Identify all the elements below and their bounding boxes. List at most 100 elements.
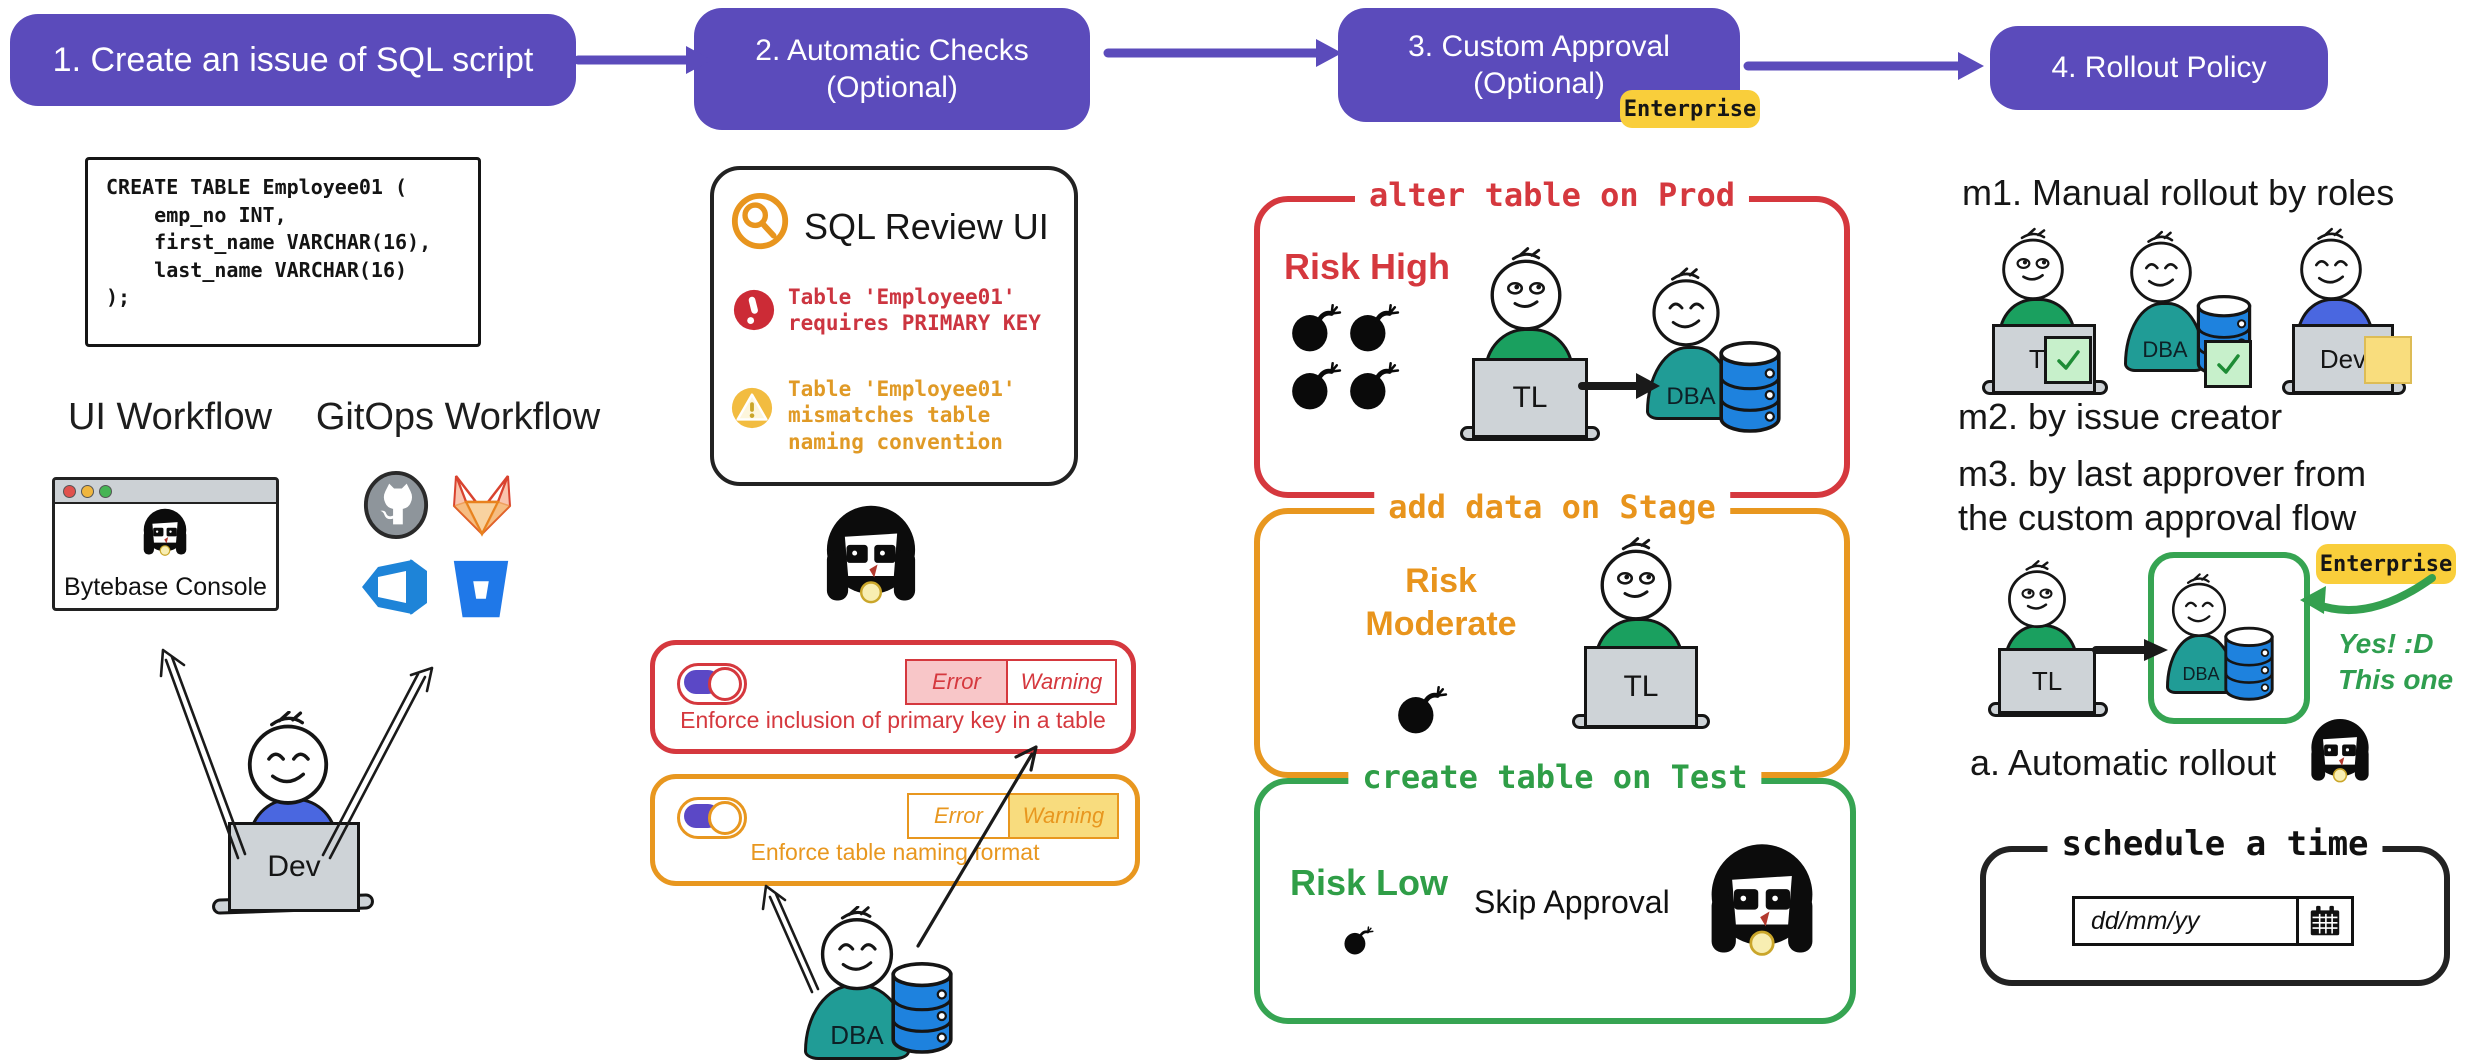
enterprise-badge: Enterprise [2316,544,2456,584]
dba-head-icon [2170,572,2228,640]
dev-head-icon [2298,226,2364,304]
step-banner-3: 3. Custom Approval (Optional) [1338,8,1740,122]
bytebase-console-window[interactable]: Bytebase Console [52,477,279,611]
bomb-icon [1346,358,1400,412]
dev-laptop-label: Dev [267,850,321,883]
error-warning-segment: Error Warning [907,793,1119,839]
enterprise-badge: Enterprise [1620,90,1760,128]
error-icon [732,288,776,332]
step-banner-1: 1. Create an issue of SQL script [10,14,576,106]
case-test-title: create table on Test [1348,758,1762,796]
tl-head-icon [2006,558,2068,632]
rule-primary-key-box: Error Warning Enforce inclusion of prima… [650,640,1136,754]
gitlab-icon [446,472,518,538]
last-approver-highlight-box [2148,552,2310,724]
warning-message: Table 'Employee01' mismatches table nami… [788,377,1016,454]
schedule-box: schedule a time dd/mm/yy [1980,824,2450,986]
calendar-icon [2309,905,2341,937]
approved-check-icon [2204,340,2252,388]
rule-label: Enforce table naming format [750,839,1040,865]
date-placeholder-text: dd/mm/yy [2091,906,2200,935]
magnifier-icon [730,192,792,254]
auto-rollout-label: a. Automatic rollout [1970,742,2277,783]
rule-toggle[interactable] [677,663,747,705]
window-titlebar [55,480,276,504]
bomb-icon [1342,924,1374,956]
tl-laptop-label: TL [2031,665,2063,696]
date-input[interactable]: dd/mm/yy [2072,896,2354,946]
bomb-icon [1288,358,1342,412]
error-option[interactable]: Error [909,795,1008,837]
bytebase-mascot-icon [1706,840,1818,968]
m2-label: m2. by issue creator [1958,396,2283,437]
dev-head-icon [245,711,331,807]
case-stage-box: add data on Stage Risk Moderate [1254,488,1850,778]
database-icon [886,958,958,1056]
pending-sticky-note [2364,336,2412,384]
dba-shirt-label: DBA [830,1020,884,1050]
error-warning-segment: Error Warning [905,659,1117,705]
bytebase-mascot-icon [822,504,920,612]
rule-naming-box: Error Warning Enforce table naming forma… [650,774,1140,886]
dba-head-icon [2128,230,2194,306]
step-banner-4: 4. Rollout Policy [1990,26,2328,110]
schedule-title: schedule a time [2047,824,2383,864]
risk-high-label: Risk High [1284,246,1451,287]
bytebase-mascot-icon [141,508,189,560]
bomb-icon [1394,682,1448,736]
annotation-note: Yes! :D This one [2338,628,2454,696]
azure-devops-icon [360,554,430,620]
sql-review-panel: SQL Review UI Table 'Employee01' require… [710,166,1078,486]
dba-shirt-label: DBA [1666,383,1716,410]
bytebase-mascot-icon [2308,718,2372,788]
dev-laptop-label: Dev [2319,343,2367,374]
tl-head-icon [1488,244,1564,336]
toggle-knob [708,801,742,835]
dba-head-icon [818,906,896,992]
maximize-traffic-light-icon[interactable] [99,485,112,498]
tl-head-icon [2000,226,2066,304]
database-icon [1714,334,1786,438]
bomb-icon [1288,300,1342,354]
sql-review-title: SQL Review UI [804,206,1049,247]
risk-moderate-label: Risk Moderate [1365,562,1517,643]
tl-laptop: TL [1584,646,1698,728]
github-icon [362,470,430,540]
rule-label: Enforce inclusion of primary key in a ta… [680,707,1106,733]
error-message: Table 'Employee01' requires PRIMARY KEY [788,285,1041,336]
approved-check-icon [2044,336,2092,384]
risk-low-label: Risk Low [1290,862,1449,903]
warning-option[interactable]: Warning [1005,661,1115,703]
ui-workflow-label: UI Workflow [67,396,273,438]
bitbucket-icon [446,556,516,624]
bomb-group [1288,300,1406,412]
date-placeholder: dd/mm/yy [2075,899,2296,943]
warning-option[interactable]: Warning [1007,795,1117,837]
skip-approval-label: Skip Approval [1474,884,1670,920]
dba-shirt-label: DBA [2182,664,2220,684]
close-traffic-light-icon[interactable] [63,485,76,498]
tl-laptop: TL [1472,358,1588,438]
m3-label: m3. by last approver from the custom app… [1958,453,2367,538]
case-test-box: create table on Test Risk Low Skip Appro… [1254,758,1856,1024]
sql-script-code: CREATE TABLE Employee01 ( emp_no INT, fi… [85,157,481,347]
warning-icon [730,386,774,430]
gitops-workflow-label: GitOps Workflow [315,396,601,438]
case-prod-title: alter table on Prod [1354,176,1750,214]
minimize-traffic-light-icon[interactable] [81,485,94,498]
dev-laptop: Dev [228,822,360,912]
rule-toggle[interactable] [677,797,747,839]
tl-head-icon [1598,534,1674,626]
tl-laptop: TL [1998,648,2096,714]
console-label: Bytebase Console [64,573,267,601]
dba-head-icon [1650,266,1722,350]
step-banner-2: 2. Automatic Checks (Optional) [694,8,1090,130]
error-option[interactable]: Error [907,661,1006,703]
bomb-icon [1346,300,1400,354]
toggle-knob [708,667,742,701]
m1-label: m1. Manual rollout by roles [1962,172,2395,213]
date-picker-button[interactable] [2296,899,2351,943]
database-icon [2220,622,2278,704]
tl-laptop-label: TL [1623,670,1659,703]
